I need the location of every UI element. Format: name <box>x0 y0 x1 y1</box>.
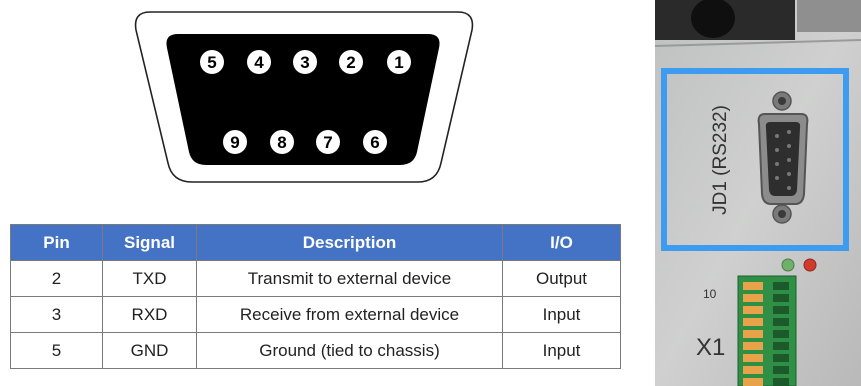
pin-1-circle <box>387 50 411 74</box>
terminal-screw <box>773 342 789 350</box>
terminal-screw <box>773 306 789 314</box>
header-io: I/O <box>502 224 621 261</box>
port-label: JD1 (RS232) <box>710 105 731 215</box>
led-red <box>803 258 817 272</box>
pin-6-circle <box>363 130 387 154</box>
terminal-screw <box>773 318 789 326</box>
pin-2-circle <box>339 50 363 74</box>
panel-seam <box>655 39 861 47</box>
header-signal: Signal <box>102 224 197 261</box>
port-socket <box>765 122 801 196</box>
terminal-screw <box>773 282 789 290</box>
db9-connector-diagram: 5 4 3 2 1 9 8 7 6 <box>134 11 474 183</box>
table-row: 2 TXD Transmit to external device Output <box>10 260 621 297</box>
pin-1-label: 1 <box>394 53 403 72</box>
pin-5-label: 5 <box>207 53 216 72</box>
terminal-slot <box>743 294 763 302</box>
device-photo: JD1 (RS232) 10 X1 <box>655 0 861 386</box>
port-highlight-box <box>661 68 849 251</box>
pin-6-label: 6 <box>370 133 379 152</box>
pin-table: Pin Signal Description I/O 2 TXD Transmi… <box>10 224 621 369</box>
table-row: 3 RXD Receive from external device Input <box>10 296 621 333</box>
pin-4-label: 4 <box>254 53 264 72</box>
cell-description: Ground (tied to chassis) <box>196 332 503 369</box>
pin-5-circle <box>200 50 224 74</box>
terminal-screw <box>773 366 789 374</box>
cell-signal: RXD <box>102 296 197 333</box>
pin-3-circle <box>293 50 317 74</box>
terminal-screw <box>773 378 789 386</box>
terminal-slot <box>743 366 763 374</box>
pin-9-circle <box>223 130 247 154</box>
terminal-slot <box>743 306 763 314</box>
cell-description: Receive from external device <box>196 296 503 333</box>
terminal-slot <box>743 354 763 362</box>
header-pin: Pin <box>10 224 103 261</box>
cell-signal: GND <box>102 332 197 369</box>
port-screw-bottom-inner <box>778 210 786 218</box>
pin-8-circle <box>270 130 294 154</box>
cell-pin: 5 <box>10 332 103 369</box>
cell-pin: 3 <box>10 296 103 333</box>
top-knob <box>691 0 735 38</box>
terminal-slot <box>743 378 763 386</box>
cell-io: Output <box>502 260 621 297</box>
header-description: Description <box>196 224 503 261</box>
cell-io: Input <box>502 296 621 333</box>
top-right-block <box>797 0 861 32</box>
pin-7-label: 7 <box>323 133 332 152</box>
terminal-number: 10 <box>703 287 717 301</box>
terminal-screw <box>773 330 789 338</box>
terminal-label: X1 <box>696 334 725 361</box>
port-pin-holes <box>775 130 791 190</box>
cell-signal: TXD <box>102 260 197 297</box>
terminal-slot <box>743 318 763 326</box>
terminal-screw <box>773 294 789 302</box>
terminal-screw <box>773 354 789 362</box>
table-header-row: Pin Signal Description I/O <box>10 224 621 261</box>
cell-io: Input <box>502 332 621 369</box>
terminal-slot <box>743 282 763 290</box>
terminal-slot <box>743 330 763 338</box>
pin-8-label: 8 <box>277 133 286 152</box>
pin-7-circle <box>316 130 340 154</box>
pin-4-circle <box>247 50 271 74</box>
pin-9-label: 9 <box>230 133 239 152</box>
table-row: 5 GND Ground (tied to chassis) Input <box>10 332 621 369</box>
led-green <box>781 258 795 272</box>
pin-3-label: 3 <box>300 53 309 72</box>
port-screw-top-inner <box>778 97 786 105</box>
terminal-slot <box>743 342 763 350</box>
cell-pin: 2 <box>10 260 103 297</box>
pin-2-label: 2 <box>346 53 355 72</box>
cell-description: Transmit to external device <box>196 260 503 297</box>
